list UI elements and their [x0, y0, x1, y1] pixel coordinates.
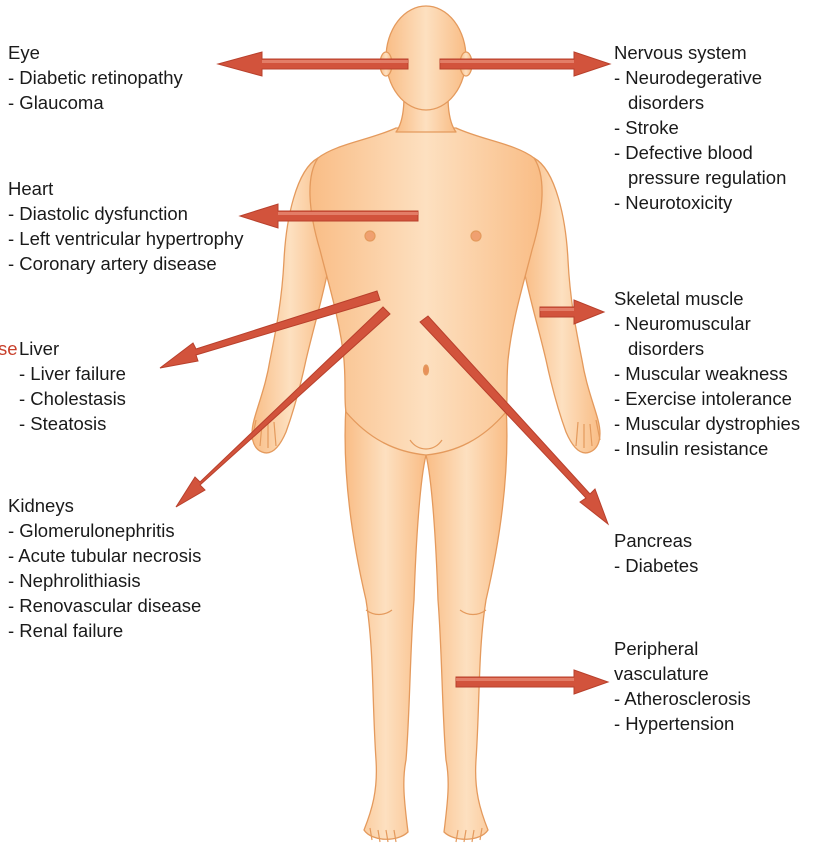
condition-item: - Insulin resistance: [614, 436, 800, 461]
right-nipple: [471, 231, 481, 241]
condition-item: - Diabetic retinopathy: [8, 65, 183, 90]
condition-item: - Neurotoxicity: [614, 190, 786, 215]
condition-item: - Renovascular disease: [8, 593, 201, 618]
condition-item: - Diastolic dysfunction: [8, 201, 243, 226]
condition-item: - Liver failure: [19, 361, 126, 386]
condition-item: - Cholestasis: [19, 386, 126, 411]
condition-item-continued: disorders: [614, 336, 800, 361]
navel: [424, 365, 429, 375]
organ-pancreas: Pancreas - Diabetes: [614, 528, 698, 578]
head: [386, 6, 466, 110]
organ-title: Nervous system: [614, 40, 786, 65]
organ-title: Pancreas: [614, 528, 698, 553]
condition-item: - Neurodegerative: [614, 65, 786, 90]
condition-item-continued: pressure regulation: [614, 165, 786, 190]
organ-heart: Heart - Diastolic dysfunction - Left ven…: [8, 176, 243, 276]
organ-nervous-system: Nervous system - Neurodegerative disorde…: [614, 40, 786, 215]
organ-title: Kidneys: [8, 493, 201, 518]
clipped-label-fragment: se: [0, 336, 18, 361]
organ-title-line: Peripheral: [614, 636, 751, 661]
condition-item: - Glomerulonephritis: [8, 518, 201, 543]
organ-liver: Liver - Liver failure - Cholestasis - St…: [19, 336, 126, 436]
condition-item: - Acute tubular necrosis: [8, 543, 201, 568]
organ-kidneys: Kidneys - Glomerulonephritis - Acute tub…: [8, 493, 201, 643]
condition-item: - Diabetes: [614, 553, 698, 578]
organ-skeletal-muscle: Skeletal muscle - Neuromuscular disorder…: [614, 286, 800, 461]
condition-item: - Glaucoma: [8, 90, 183, 115]
condition-item: - Atherosclerosis: [614, 686, 751, 711]
condition-item: - Defective blood: [614, 140, 786, 165]
condition-item: - Renal failure: [8, 618, 201, 643]
right-leg: [426, 405, 507, 839]
organ-title: Liver: [19, 336, 126, 361]
condition-item: - Muscular weakness: [614, 361, 800, 386]
arrow-eye: [218, 52, 408, 76]
condition-item: - Steatosis: [19, 411, 126, 436]
organ-title: Heart: [8, 176, 243, 201]
human-body-figure: [252, 6, 600, 839]
left-leg: [345, 405, 426, 839]
condition-item: - Left ventricular hypertrophy: [8, 226, 243, 251]
organ-title: Eye: [8, 40, 183, 65]
organ-title: Skeletal muscle: [614, 286, 800, 311]
condition-item: - Stroke: [614, 115, 786, 140]
organ-title-line: vasculature: [614, 661, 751, 686]
organ-eye: Eye - Diabetic retinopathy - Glaucoma: [8, 40, 183, 115]
condition-item: - Muscular dystrophies: [614, 411, 800, 436]
condition-item-continued: disorders: [614, 90, 786, 115]
condition-item: - Nephrolithiasis: [8, 568, 201, 593]
condition-item: - Exercise intolerance: [614, 386, 800, 411]
condition-item: - Coronary artery disease: [8, 251, 243, 276]
condition-item: - Hypertension: [614, 711, 751, 736]
organ-peripheral-vasculature: Peripheral vasculature - Atherosclerosis…: [614, 636, 751, 736]
left-nipple: [365, 231, 375, 241]
condition-item: - Neuromuscular: [614, 311, 800, 336]
